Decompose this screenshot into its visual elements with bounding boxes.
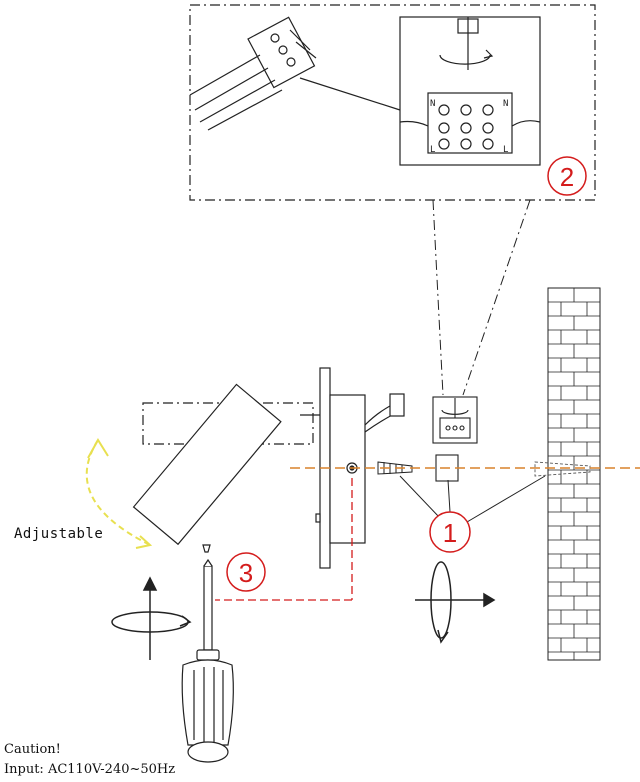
wall-screw-ghost bbox=[534, 461, 591, 477]
terminal-block-inset bbox=[399, 16, 541, 166]
step-1-number: 1 bbox=[443, 518, 457, 548]
caution-label: Caution! bbox=[4, 742, 61, 757]
junction-box bbox=[432, 396, 478, 482]
step-1-leaders bbox=[399, 475, 546, 523]
step-2-marker: 2 bbox=[547, 156, 587, 196]
terminal-letter-n2: N bbox=[503, 99, 508, 109]
inline-connector bbox=[389, 393, 405, 417]
step-2-number: 2 bbox=[560, 162, 574, 192]
screwdriver-icon bbox=[181, 544, 234, 763]
wiring-detail-callout bbox=[189, 4, 596, 201]
adjustable-label: Adjustable bbox=[14, 526, 104, 542]
lamp-assembly bbox=[132, 367, 405, 569]
step-3-marker: 3 bbox=[226, 552, 266, 592]
screw-route-guide bbox=[215, 478, 353, 601]
terminal-letter-n1: N bbox=[430, 99, 435, 109]
step-1-marker: 1 bbox=[429, 511, 471, 553]
terminal-letter-l1: L bbox=[430, 145, 435, 155]
detail-frame bbox=[189, 4, 596, 201]
input-spec-label: Input: AC110V-240~50Hz bbox=[4, 762, 176, 777]
terminal-letter-l2: L bbox=[503, 145, 508, 155]
cable-connector-icon bbox=[189, 16, 401, 131]
callout-leader-lines bbox=[432, 199, 531, 396]
adjust-arrow-icon bbox=[85, 438, 153, 549]
step-3-number: 3 bbox=[239, 558, 253, 588]
rotate-arrow-left-icon bbox=[111, 576, 192, 660]
lamp-head bbox=[132, 383, 282, 546]
rotate-arrow-icon bbox=[415, 561, 496, 644]
brick-pattern bbox=[548, 288, 600, 660]
